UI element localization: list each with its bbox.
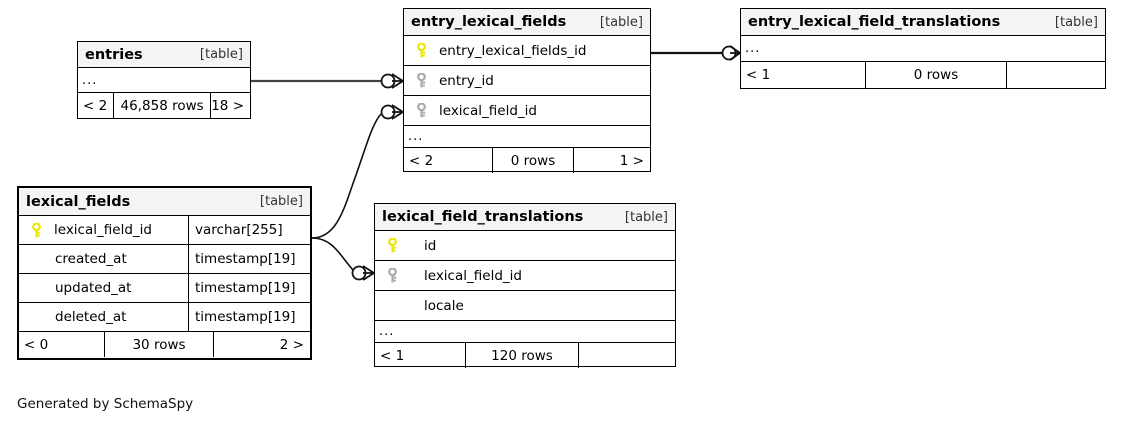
column-row: id xyxy=(375,231,675,261)
foreign-key-icon xyxy=(411,103,431,118)
table-parent-count: < 1 xyxy=(746,67,771,83)
table-parent-count: < 0 xyxy=(24,336,49,353)
primary-key-icon xyxy=(382,238,402,253)
table-lexical-fields-header: lexical_fields [table] xyxy=(19,188,310,216)
column-row: lexical_field_id xyxy=(404,96,650,126)
column-type: timestamp[19] xyxy=(188,303,310,331)
column-name: updated_at xyxy=(55,280,132,296)
column-name: lexical_field_id xyxy=(439,102,537,119)
table-row-count: 30 rows xyxy=(104,332,214,357)
table-lexical-field-translations-kind: [table] xyxy=(624,209,668,225)
table-lexical-field-translations-ellipsis: ... xyxy=(375,321,675,343)
table-entries-ellipsis: ... xyxy=(78,68,250,93)
table-child-count: 2 > xyxy=(279,336,304,353)
table-entry-lexical-field-translations-footer: < 1 0 rows xyxy=(741,62,1105,88)
table-child-count xyxy=(579,343,675,368)
column-row: deleted_at timestamp[19] xyxy=(19,303,310,332)
column-name: created_at xyxy=(55,251,127,267)
table-entry-lexical-fields[interactable]: entry_lexical_fields [table] entry_lexic… xyxy=(403,8,651,173)
table-entries-kind: [table] xyxy=(199,47,243,62)
table-entries-footer: < 2 46,858 rows 18 > xyxy=(78,93,250,118)
column-name: deleted_at xyxy=(55,309,127,325)
column-name: lexical_field_id xyxy=(424,267,522,284)
generated-by-label: Generated by SchemaSpy xyxy=(17,396,194,412)
table-entry-lexical-fields-title: entry_lexical_fields xyxy=(411,14,567,30)
table-entry-lexical-field-translations-ellipsis: ... xyxy=(741,36,1105,62)
table-lexical-fields-title: lexical_fields xyxy=(26,193,131,210)
table-entry-lexical-fields-ellipsis: ... xyxy=(404,126,650,148)
column-name: id xyxy=(424,237,437,254)
column-type: timestamp[19] xyxy=(188,274,310,302)
table-entries-child-count: 18 > xyxy=(211,97,244,114)
table-child-count xyxy=(1007,62,1105,88)
column-name: entry_lexical_fields_id xyxy=(439,42,587,59)
edge-lexical-fields-to-lexical-field-translations xyxy=(311,237,375,281)
column-type: varchar[255] xyxy=(188,216,310,244)
table-entries-header: entries [table] xyxy=(78,42,250,68)
table-entry-lexical-fields-footer: < 2 0 rows 1 > xyxy=(404,148,650,173)
table-row-count: 0 rows xyxy=(865,62,1007,88)
table-entry-lexical-field-translations-kind: [table] xyxy=(1054,14,1098,30)
table-entries-row-count: 46,858 rows xyxy=(113,93,212,118)
column-row: created_at timestamp[19] xyxy=(19,245,310,274)
column-row: lexical_field_id varchar[255] xyxy=(19,216,310,245)
table-entry-lexical-field-translations[interactable]: entry_lexical_field_translations [table]… xyxy=(740,8,1106,89)
table-lexical-fields[interactable]: lexical_fields [table] lexical_field_id … xyxy=(17,186,312,360)
column-row: locale xyxy=(375,291,675,321)
foreign-key-icon xyxy=(411,73,431,88)
primary-key-icon xyxy=(411,43,431,58)
column-row: updated_at timestamp[19] xyxy=(19,274,310,303)
primary-key-icon xyxy=(26,222,46,238)
table-lexical-field-translations[interactable]: lexical_field_translations [table] id xyxy=(374,203,676,368)
column-name: lexical_field_id xyxy=(54,222,152,238)
column-row: entry_lexical_fields_id xyxy=(404,36,650,66)
table-parent-count: < 2 xyxy=(409,152,434,169)
table-entry-lexical-fields-header: entry_lexical_fields [table] xyxy=(404,9,650,36)
table-lexical-field-translations-header: lexical_field_translations [table] xyxy=(375,204,675,231)
edge-entry-lexical-fields-to-translations xyxy=(651,45,741,61)
table-entries[interactable]: entries [table] ... < 2 46,858 rows 18 > xyxy=(77,41,251,119)
column-row: lexical_field_id xyxy=(375,261,675,291)
table-entry-lexical-field-translations-header: entry_lexical_field_translations [table] xyxy=(741,9,1105,36)
table-row-count: 0 rows xyxy=(492,148,574,173)
table-entry-lexical-fields-kind: [table] xyxy=(599,14,643,30)
table-lexical-fields-footer: < 0 30 rows 2 > xyxy=(19,332,310,357)
table-lexical-field-translations-title: lexical_field_translations xyxy=(382,209,584,225)
column-type: timestamp[19] xyxy=(188,245,310,273)
column-name: locale xyxy=(424,297,464,314)
table-child-count: 1 > xyxy=(619,152,644,169)
table-entries-title: entries xyxy=(85,46,143,63)
column-row: entry_id xyxy=(404,66,650,96)
table-entries-parent-count: < 2 xyxy=(83,97,108,114)
table-lexical-fields-kind: [table] xyxy=(259,194,303,209)
table-lexical-field-translations-footer: < 1 120 rows xyxy=(375,343,675,368)
foreign-key-icon xyxy=(382,268,402,283)
table-entry-lexical-field-translations-title: entry_lexical_field_translations xyxy=(748,14,1001,30)
table-parent-count: < 1 xyxy=(380,347,405,364)
table-row-count: 120 rows xyxy=(465,343,579,368)
column-name: entry_id xyxy=(439,72,494,89)
edge-entries-to-entry-lexical-fields xyxy=(251,73,404,89)
